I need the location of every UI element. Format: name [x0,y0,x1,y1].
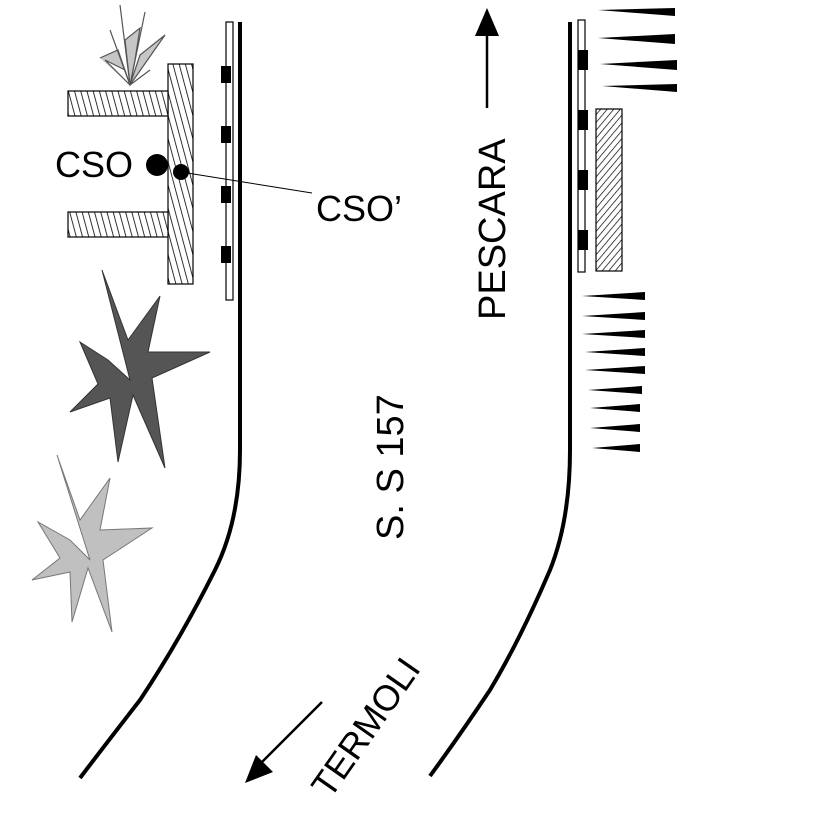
tree-icon [592,444,640,452]
tree-icon [582,330,645,338]
tree-icon [582,292,645,300]
right-guardrail [577,19,588,273]
right-building [595,108,623,272]
guardrail-post [221,66,231,83]
left-guardrail [221,21,234,301]
tree-icon [600,60,677,70]
termoli-label: TERMOLI [303,650,428,805]
plant-icon-top [99,4,166,87]
road-left-edge [78,22,242,780]
guardrail-post [221,126,231,143]
road-right-edge [428,22,572,778]
road-name-label: S. S 157 [370,394,412,540]
guardrail-post [578,170,588,190]
guardrail-post [578,50,588,70]
pescara-direction: PESCARA [472,8,514,320]
termoli-arrow-head [245,755,273,783]
tree-icon [585,348,645,356]
tree-icon [602,84,677,92]
tree-icon [588,386,642,394]
cso-prime-leader [180,171,313,194]
guardrail-post [221,186,231,203]
tree-row-middle [582,292,645,452]
tree-icon [585,366,645,374]
termoli-arrow-shaft [261,701,323,763]
cso-label: CSO [55,144,133,185]
cso-prime-label: CSO’ [316,188,402,229]
plant-icon-light [31,454,154,633]
pescara-label: PESCARA [472,138,514,320]
pescara-arrow-head [475,8,499,36]
cso-marker [146,154,168,176]
left-building [67,63,194,285]
tree-row-top [598,8,677,92]
plant-icon-dark [69,269,211,469]
tree-icon [598,34,675,44]
tree-icon [590,424,640,432]
tree-icon [590,404,640,412]
guardrail-post [578,230,588,250]
tree-icon [582,312,645,320]
tree-icon [598,8,675,16]
termoli-direction: TERMOLI [245,650,428,805]
guardrail-post [221,246,231,263]
guardrail-post [578,110,588,130]
